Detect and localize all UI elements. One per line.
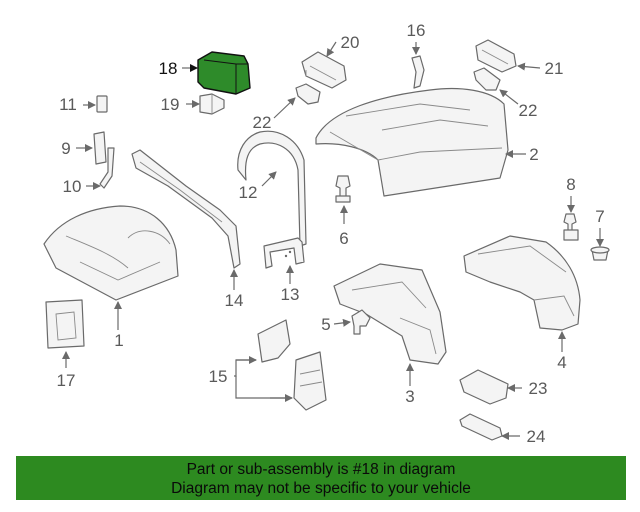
part-9-shape[interactable] xyxy=(93,131,107,165)
part-23-shape[interactable] xyxy=(459,369,509,405)
part-2-shape[interactable] xyxy=(315,87,509,197)
part-14-shape[interactable] xyxy=(131,149,241,269)
callout-4: 4 xyxy=(557,353,566,372)
part-4-shape[interactable] xyxy=(463,235,581,331)
callout-16: 16 xyxy=(407,21,426,40)
callout-22-right: 22 xyxy=(519,101,538,120)
part-5-shape[interactable] xyxy=(351,309,371,335)
callout-8: 8 xyxy=(566,175,575,194)
callout-23: 23 xyxy=(529,379,548,398)
part-15-shape[interactable] xyxy=(257,319,327,411)
callout-3: 3 xyxy=(405,387,414,406)
callout-14: 14 xyxy=(225,291,244,310)
part-1-shape[interactable] xyxy=(43,205,179,301)
part-21-shape[interactable] xyxy=(475,39,517,73)
callout-15: 15 xyxy=(209,367,228,386)
part-22-right-shape[interactable] xyxy=(473,67,501,91)
part-18-shape[interactable] xyxy=(197,51,251,95)
callout-1: 1 xyxy=(114,331,123,350)
part-10-shape[interactable] xyxy=(99,147,115,189)
part-19-shape[interactable] xyxy=(199,93,225,115)
part-6-shape[interactable] xyxy=(335,175,351,203)
part-11-shape[interactable] xyxy=(96,95,108,113)
part-24-shape[interactable] xyxy=(459,413,503,441)
info-banner: Part or sub-assembly is #18 in diagram D… xyxy=(16,456,626,500)
part-3-shape[interactable] xyxy=(333,263,447,365)
banner-line-2: Diagram may not be specific to your vehi… xyxy=(171,480,471,497)
callout-22-left: 22 xyxy=(253,113,272,132)
callout-10: 10 xyxy=(63,177,82,196)
callout-20: 20 xyxy=(341,33,360,52)
callout-6: 6 xyxy=(339,229,348,248)
callout-12: 12 xyxy=(239,183,258,202)
callout-24: 24 xyxy=(527,427,546,446)
part-13-shape[interactable] xyxy=(263,237,305,269)
part-17-shape[interactable] xyxy=(45,299,85,349)
part-7-shape[interactable] xyxy=(590,246,610,261)
callout-13: 13 xyxy=(281,285,300,304)
callout-7: 7 xyxy=(595,207,604,226)
callout-11: 11 xyxy=(59,95,77,114)
callout-18: 18 xyxy=(159,59,178,78)
callout-19: 19 xyxy=(161,95,180,114)
part-20-shape[interactable] xyxy=(301,51,347,89)
banner-line-1: Part or sub-assembly is #18 in diagram xyxy=(186,461,456,478)
part-22-left-shape[interactable] xyxy=(295,83,321,105)
part-16-shape[interactable] xyxy=(411,55,425,89)
callout-21: 21 xyxy=(545,59,564,78)
part-8-shape[interactable] xyxy=(563,213,579,241)
callout-5: 5 xyxy=(321,315,330,334)
callout-17: 17 xyxy=(57,371,76,390)
callout-9: 9 xyxy=(61,139,70,158)
callout-2: 2 xyxy=(529,145,538,164)
parts-diagram: 1 2 3 4 5 6 7 8 9 10 11 12 13 14 15 16 1… xyxy=(43,21,610,446)
